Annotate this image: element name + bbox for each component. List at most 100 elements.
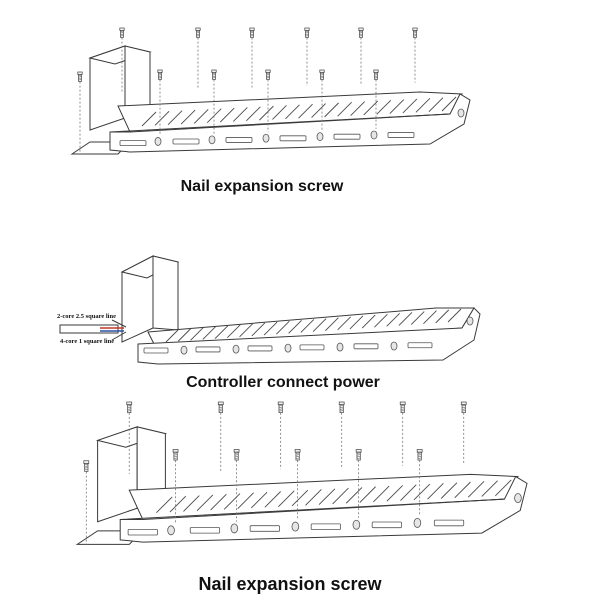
screw-thread [234, 455, 239, 458]
round-bolt-icon [232, 344, 240, 354]
wire-label-4-core: 4-core 1 square line [60, 338, 114, 345]
screw-thread [413, 35, 417, 37]
spike-tooth [349, 315, 364, 330]
round-bolt-icon [262, 133, 270, 143]
screw-shank [196, 30, 200, 38]
screw-shank [78, 74, 82, 82]
spike-tooth [386, 485, 404, 502]
spike-tooth [214, 325, 229, 339]
spike-tooth [435, 309, 450, 324]
screw-thread [374, 72, 378, 74]
screw-thread [320, 77, 324, 79]
spike-tooth [300, 319, 315, 333]
screw-thread [339, 406, 344, 409]
screw-head [211, 69, 217, 73]
spike-tooth [264, 491, 281, 508]
screw-shank [84, 463, 89, 472]
screw-thread [196, 33, 200, 35]
screw-shank [305, 30, 309, 38]
screw-shank [278, 404, 283, 413]
spike-tooth [402, 98, 418, 114]
screw-head [294, 449, 301, 453]
barrier-edge [110, 113, 451, 133]
screw-thread [266, 74, 270, 76]
spike-tooth [259, 105, 274, 121]
expansion-screw-icon [304, 27, 310, 86]
round-bolt-icon [180, 345, 188, 355]
spike-tooth [427, 483, 444, 500]
screw-thread [359, 30, 363, 32]
screw-thread [219, 406, 223, 409]
screw-thread [120, 35, 124, 37]
expansion-screw-icon [83, 460, 90, 545]
expansion-screw-icon [355, 449, 362, 518]
expansion-screw-icon [195, 27, 201, 90]
spike-tooth [312, 318, 327, 332]
screw-thread [212, 72, 216, 74]
screw-thread [400, 410, 405, 412]
screw-thread [320, 72, 324, 74]
round-bolt-icon [208, 135, 216, 145]
expansion-screw-icon [217, 401, 224, 472]
screw-thread [278, 406, 283, 409]
spike-tooth [226, 324, 241, 338]
screw-thread [356, 452, 361, 454]
screw-thread [84, 463, 89, 466]
spike-tooth [276, 320, 290, 335]
screw-thread [461, 405, 466, 407]
screw-thread [417, 454, 422, 456]
spike-tooth [318, 488, 336, 505]
spike-tooth [219, 107, 235, 123]
barrier-edge [120, 498, 505, 521]
screw-thread [320, 74, 324, 76]
screw-thread [219, 405, 223, 407]
screw-thread [173, 455, 178, 458]
spike-tooth [210, 493, 227, 511]
expansion-screw-icon [399, 401, 406, 466]
cable-sheath [59, 324, 119, 334]
round-bolt-icon [370, 130, 378, 140]
screw-shank [266, 72, 270, 80]
spike-tooth [232, 107, 248, 122]
screw-thread [417, 457, 422, 459]
round-bolt-icon [352, 519, 361, 530]
screw-shank [400, 404, 405, 413]
spike-tooth [180, 109, 196, 125]
panel-controller-connect-power [59, 255, 481, 365]
spike-tooth [325, 317, 339, 332]
caption-nail-expansion-screw-top: Nail expansion screw [181, 178, 344, 195]
screw-thread [120, 32, 124, 34]
spike-tooth [278, 490, 295, 507]
caption-controller-connect-power: Controller connect power [186, 374, 380, 391]
round-bolt-icon [291, 521, 300, 532]
screw-thread [295, 454, 300, 456]
expansion-screw-icon [249, 27, 255, 88]
spike-tooth [361, 314, 376, 329]
screw-thread [78, 79, 82, 81]
screw-thread [234, 454, 239, 456]
screw-head [304, 27, 310, 31]
spike-tooth [428, 97, 444, 112]
screw-thread [78, 74, 82, 76]
screw-shank [359, 30, 363, 38]
expansion-screw-icon [319, 69, 325, 131]
screw-thread [461, 410, 466, 412]
screw-head [249, 27, 255, 31]
screw-shank [218, 404, 223, 413]
spike-tooth [386, 313, 401, 327]
screw-thread [266, 77, 270, 79]
screw-thread [78, 76, 82, 78]
front-slot [333, 133, 361, 140]
spike-tooth [410, 311, 425, 325]
front-slot [225, 137, 253, 143]
spike-tooth [447, 308, 462, 323]
screw-head [399, 401, 406, 406]
screw-thread [212, 75, 216, 77]
front-slot [371, 521, 402, 529]
screw-head [338, 401, 345, 406]
screw-thread [359, 33, 363, 35]
front-slot [247, 345, 273, 352]
screw-head [373, 69, 379, 73]
screw-thread [413, 33, 417, 35]
power-cable [59, 319, 127, 341]
